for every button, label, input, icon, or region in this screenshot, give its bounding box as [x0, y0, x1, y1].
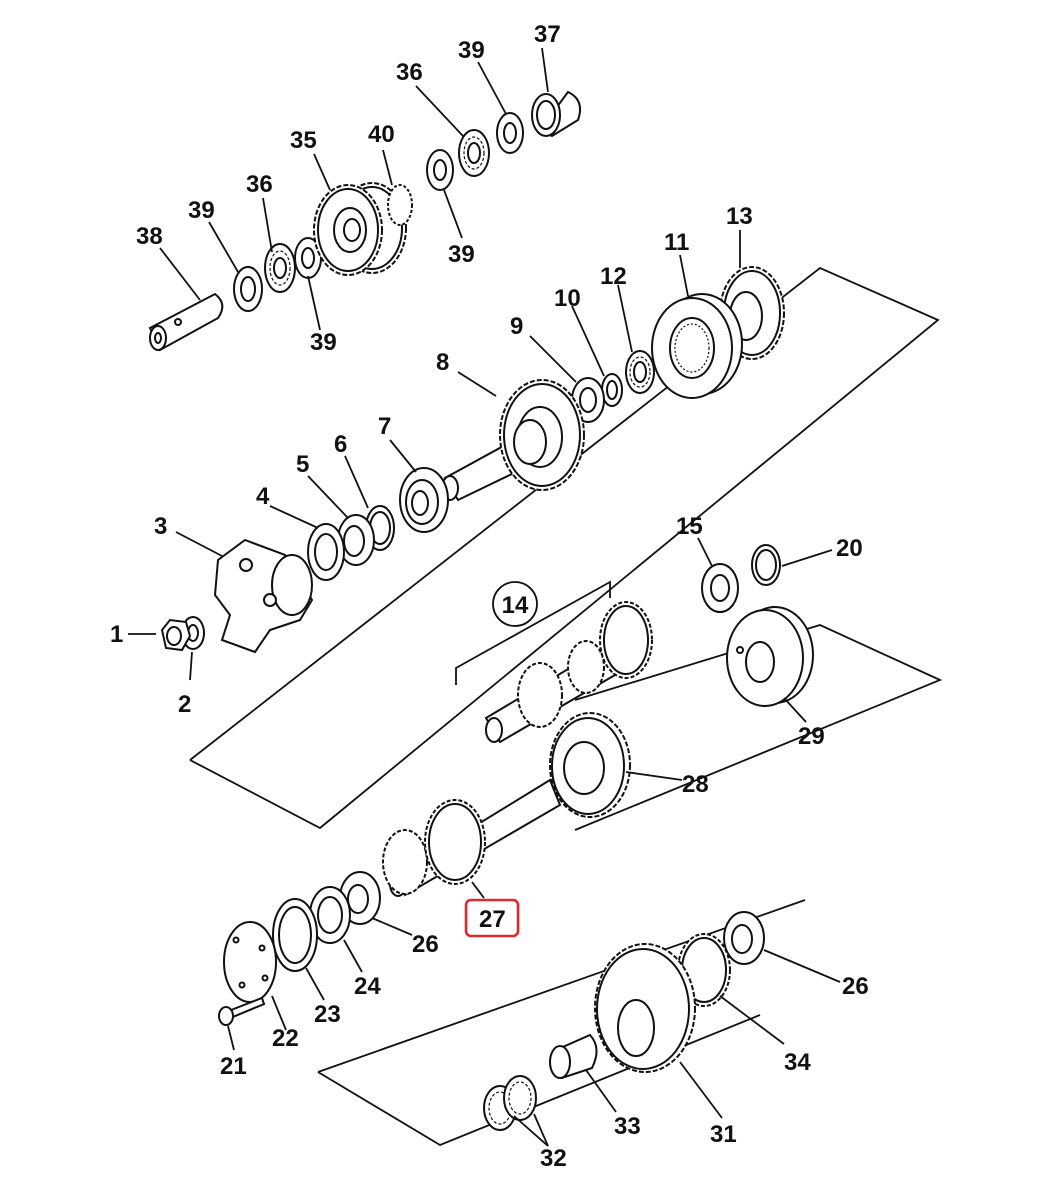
- bearing-12: [625, 350, 655, 394]
- callout-24: 24: [354, 973, 381, 1000]
- washer-39-mid: [294, 237, 322, 279]
- callout-1: 1: [110, 621, 123, 648]
- callout-2: 2: [178, 691, 191, 718]
- callout-40: 40: [368, 121, 395, 148]
- washer-39-left: [233, 266, 263, 312]
- callout-27: 27: [479, 906, 506, 933]
- callout-36: 36: [396, 59, 423, 86]
- callout-32: 32: [540, 1145, 567, 1172]
- leader-lines: [128, 47, 841, 1147]
- countershaft-assembly-14: [484, 601, 653, 744]
- synchro-hub-11: [651, 293, 743, 399]
- callout-38: 38: [136, 223, 163, 250]
- callout-37: 37: [534, 21, 561, 48]
- callout-5: 5: [296, 451, 309, 478]
- callout-20: 20: [836, 535, 863, 562]
- yoke-3: [213, 538, 314, 654]
- callout-22: 22: [272, 1025, 299, 1052]
- gear-28: [549, 712, 631, 818]
- gear-31: [594, 943, 696, 1073]
- ring-20: [751, 544, 781, 586]
- group-14-bracket: [455, 580, 611, 685]
- washer-39-upper: [426, 149, 454, 191]
- group-14-circle: [492, 581, 538, 627]
- idler-gear-35: [313, 182, 413, 276]
- callout-39: 39: [310, 329, 337, 356]
- callout-3: 3: [154, 513, 167, 540]
- pin-38: [148, 292, 224, 352]
- gasket-23: [272, 898, 318, 972]
- bottom-section-outline: [317, 899, 806, 1073]
- callout-28: 28: [682, 771, 709, 798]
- callout-29: 29: [798, 723, 825, 750]
- callout-21: 21: [220, 1053, 247, 1080]
- seal-4: [307, 523, 345, 581]
- callout-26: 26: [842, 973, 869, 1000]
- callout-15: 15: [676, 513, 703, 540]
- callout-39: 39: [448, 241, 475, 268]
- bearing-32: [483, 1075, 537, 1131]
- upper-section-outline: [189, 266, 940, 830]
- callout-11: 11: [664, 229, 689, 256]
- bushing-37: [531, 90, 581, 138]
- callout-31: 31: [710, 1121, 737, 1148]
- washer-39-top: [496, 112, 524, 154]
- bearing-36-upper: [458, 129, 490, 177]
- callout-6: 6: [334, 431, 347, 458]
- nut-1: [160, 618, 192, 652]
- shaft-27: [382, 778, 562, 897]
- bushing-33: [549, 1033, 598, 1080]
- callout-36: 36: [246, 171, 273, 198]
- callout-13: 13: [726, 203, 753, 230]
- bearing-7: [399, 467, 449, 533]
- group-14-label: 14: [502, 592, 529, 619]
- seal-24: [309, 886, 351, 944]
- callout-39: 39: [188, 197, 215, 224]
- callout-12: 12: [600, 263, 627, 290]
- callout-7: 7: [378, 413, 391, 440]
- highlight-box-27: [464, 898, 520, 938]
- lower-section-outline: [574, 624, 943, 831]
- callout-9: 9: [510, 313, 523, 340]
- callout-26: 26: [412, 931, 439, 958]
- bearing-5: [337, 514, 375, 566]
- callout-labels: 37 39 36 40 35 36 39 38 39 39 13 11 12 1…: [110, 21, 869, 1172]
- ring-10: [601, 373, 623, 407]
- callout-4: 4: [256, 483, 270, 510]
- mainshaft-gear-8: [441, 379, 585, 502]
- callout-23: 23: [314, 1001, 341, 1028]
- callout-8: 8: [436, 349, 449, 376]
- hub-29: [726, 606, 814, 707]
- callout-10: 10: [554, 285, 581, 312]
- callout-34: 34: [784, 1049, 811, 1076]
- bearing-26-right: [723, 911, 765, 965]
- bolt-21: [218, 996, 266, 1026]
- callout-33: 33: [614, 1113, 641, 1140]
- bearing-15: [701, 563, 739, 613]
- cover-22: [223, 921, 277, 1003]
- callout-39: 39: [458, 37, 485, 64]
- bearing-36-left: [264, 243, 296, 293]
- callout-35: 35: [290, 127, 317, 154]
